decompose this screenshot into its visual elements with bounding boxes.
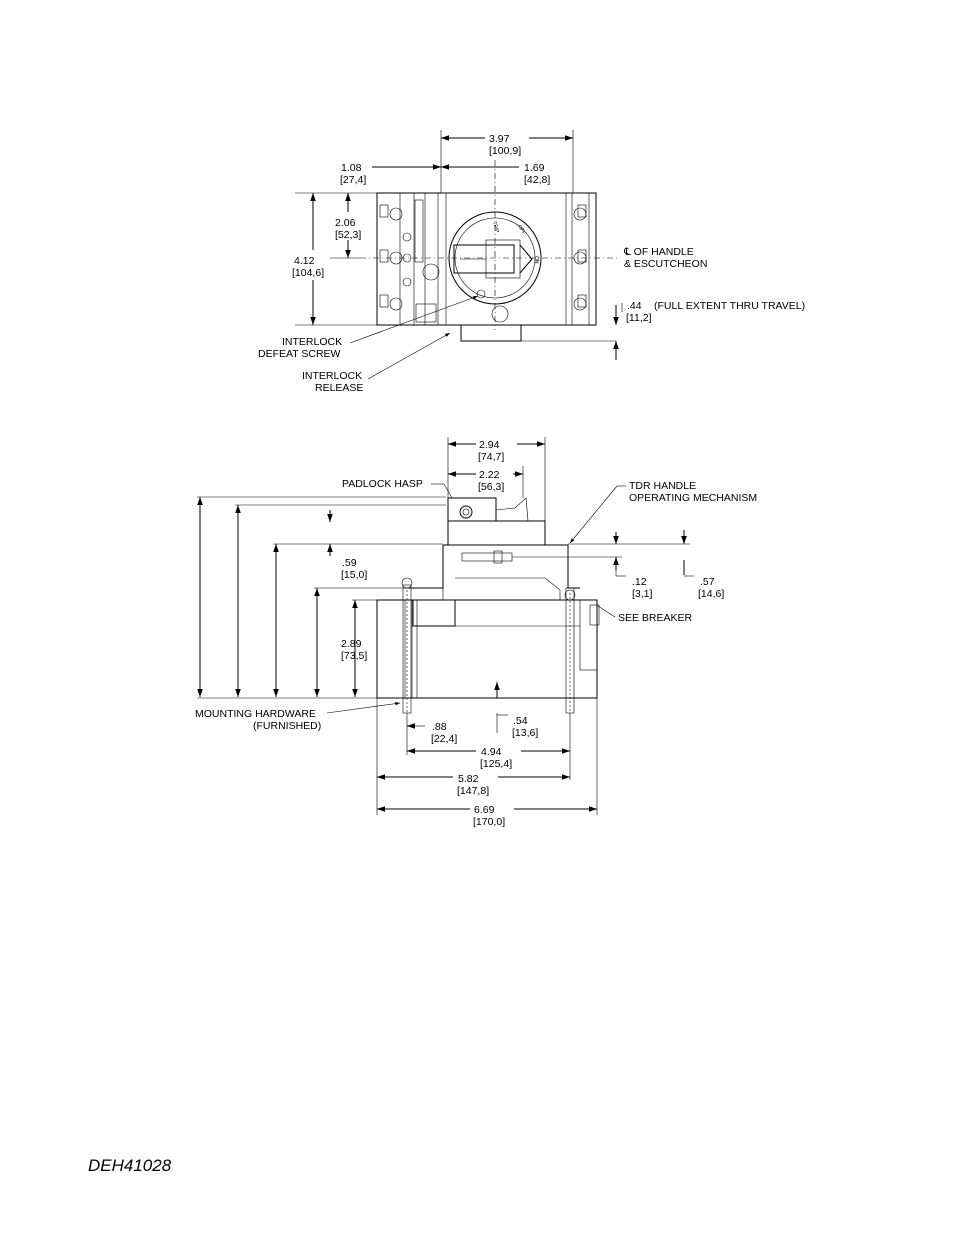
dim-height-mm: [104,6] [292, 267, 324, 279]
dim-depth: 2.89 [341, 638, 362, 650]
dim-overall-width: 6.69 [474, 804, 495, 816]
label-interlock-defeat-1: INTERLOCK [282, 336, 342, 348]
dim-right-offset-mm: [42,8] [524, 174, 550, 186]
dial-mark-trip: TRIP [491, 221, 500, 234]
dim-center-offset: .54 [513, 715, 528, 727]
label-padlock-hasp: PADLOCK HASP [342, 478, 423, 490]
dim-gap-large-mm: [14,6] [698, 588, 724, 600]
label-see-breaker: SEE BREAKER [618, 612, 693, 624]
side-view: .59 [15,0] 2.89 [73,5] 2.94 [74,7] 2.22 … [195, 437, 757, 828]
label-travel-note: (FULL EXTENT THRU TRAVEL) [654, 300, 805, 312]
dim-travel-mm: [11,2] [626, 312, 652, 324]
mounting-hardware [401, 577, 576, 714]
dim-mount-spacing: 4.94 [481, 746, 502, 758]
label-centerline-escutcheon: & ESCUTCHEON [624, 258, 707, 270]
label-interlock-release-1: INTERLOCK [302, 370, 362, 382]
dim-height: 4.12 [294, 255, 315, 267]
dim-hole-offset-mm: [22,4] [431, 733, 457, 745]
dim-travel: .44 [627, 300, 642, 312]
dim-hole-offset: .88 [432, 721, 447, 733]
dim-left-offset: 1.08 [341, 162, 362, 174]
dim-half-height-mm: [52,3] [335, 229, 361, 241]
dim-hasp-width-mm: [56,3] [478, 481, 504, 493]
handle-mechanism [405, 497, 580, 600]
label-centerline-handle: ℄ OF HANDLE [623, 246, 694, 258]
padlock-hasp-icon [459, 505, 473, 519]
label-interlock-release-2: RELEASE [315, 382, 363, 394]
dim-mount-spacing-mm: [125,4] [480, 758, 512, 770]
label-mounting-furnished: (FURNISHED) [253, 720, 321, 732]
dim-body-width-mm: [147,8] [457, 785, 489, 797]
dim-right-offset: 1.69 [524, 162, 545, 174]
interlock-release-icon [491, 305, 509, 323]
label-tdr-mechanism: OPERATING MECHANISM [629, 492, 757, 504]
dim-gap-small: .12 [632, 576, 647, 588]
dim-center-offset-mm: [13,6] [512, 727, 538, 739]
dim-step: .59 [342, 557, 357, 569]
document-code: DEH41028 [88, 1156, 172, 1175]
dim-top-width-mm: [100,9] [489, 145, 521, 157]
dim-overall-width-mm: [170,0] [473, 816, 505, 828]
top-view: TRIP OFF ON 3.97 [100,9] 1.08 [27,4] 1.6… [258, 130, 805, 394]
dim-step-mm: [15,0] [341, 569, 367, 581]
label-tdr-handle: TDR HANDLE [629, 480, 696, 492]
dial-mark-off: OFF [516, 224, 526, 236]
dim-handle-width-mm: [74,7] [478, 451, 504, 463]
dim-hasp-width: 2.22 [479, 469, 500, 481]
dial-mark-on: ON [533, 256, 539, 264]
label-mounting-hardware: MOUNTING HARDWARE [195, 708, 316, 720]
dim-half-height: 2.06 [335, 217, 356, 229]
dim-top-width: 3.97 [489, 133, 510, 145]
interlock-defeat-screw-icon [476, 289, 486, 299]
dim-gap-small-mm: [3,1] [632, 588, 653, 600]
dim-handle-width: 2.94 [479, 439, 500, 451]
dim-left-offset-mm: [27,4] [340, 174, 366, 186]
dim-body-width: 5.82 [458, 773, 479, 785]
dim-depth-mm: [73,5] [341, 650, 367, 662]
label-interlock-defeat-2: DEFEAT SCREW [258, 348, 341, 360]
dim-gap-large: .57 [700, 576, 715, 588]
breaker-side-outline [376, 599, 600, 699]
